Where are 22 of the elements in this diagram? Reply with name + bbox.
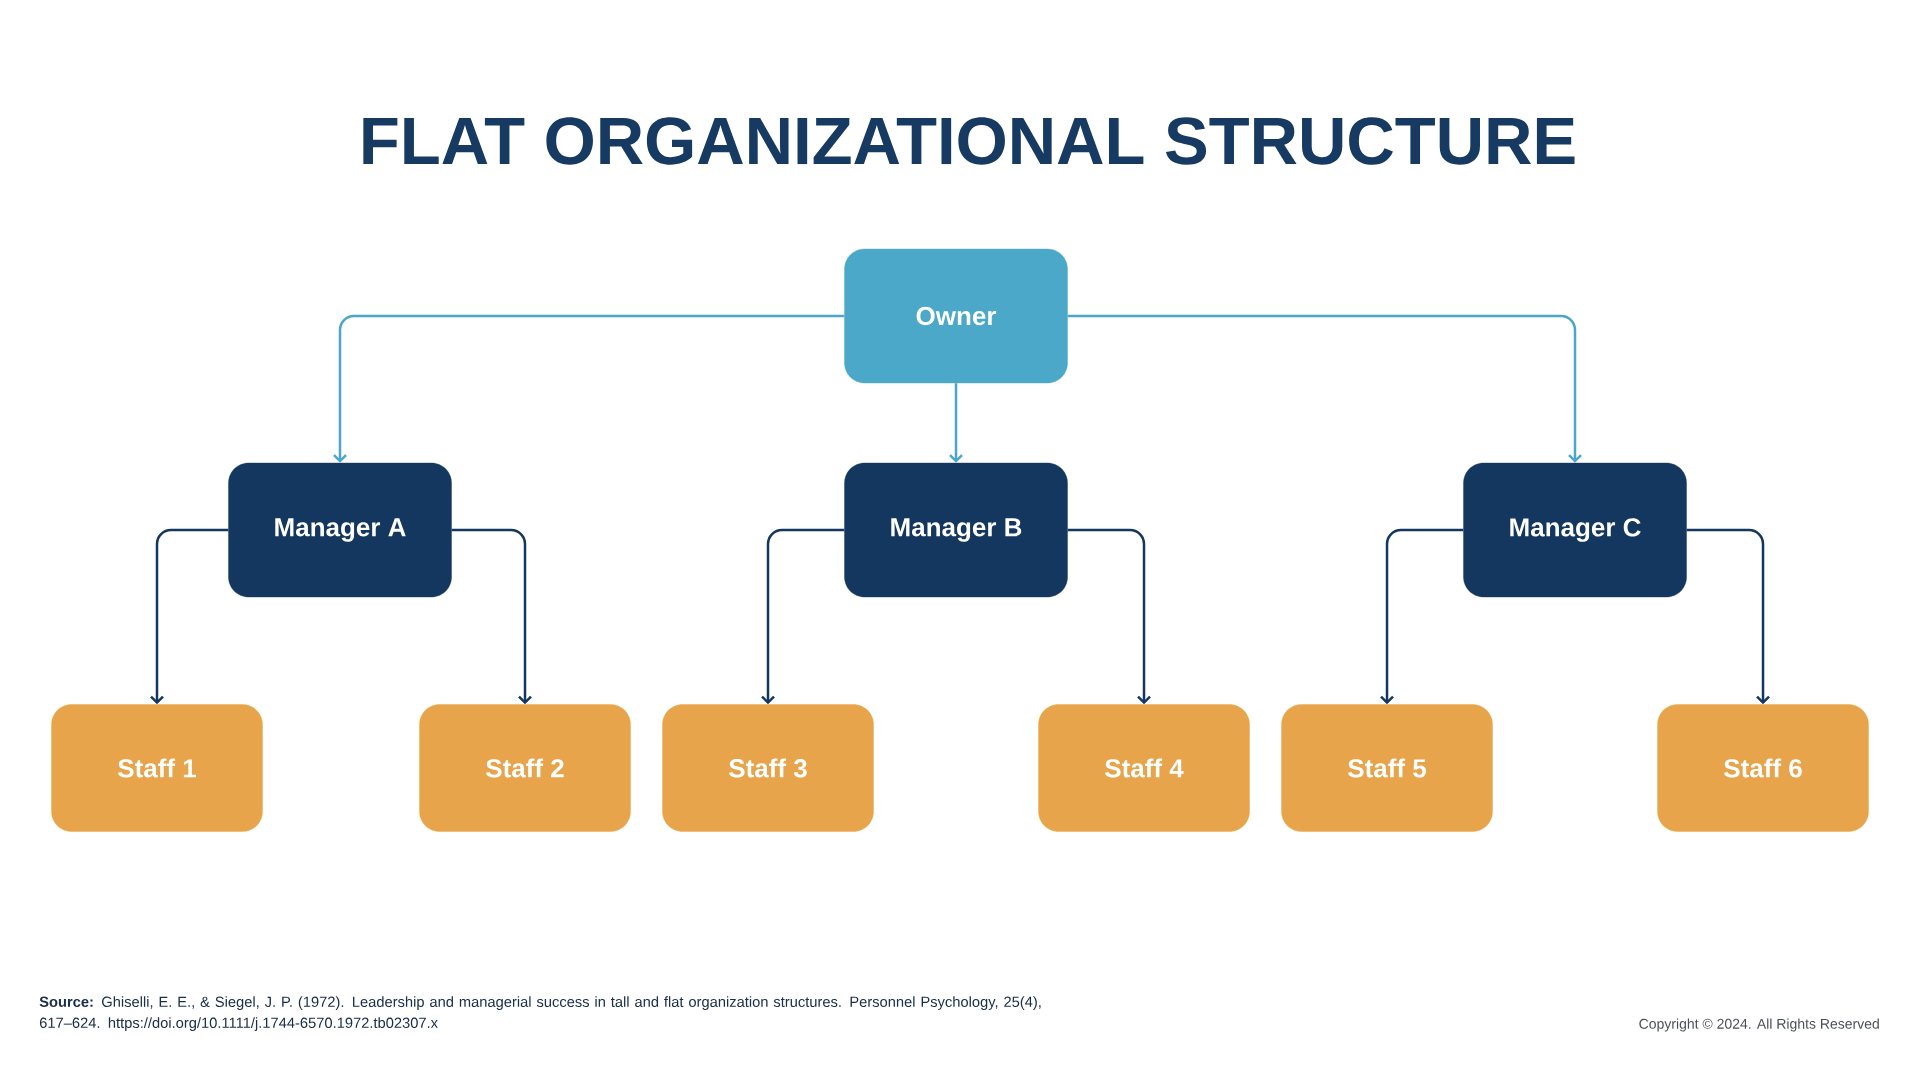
role-box: Staff 4 [1038, 704, 1250, 832]
role-box: Owner [844, 248, 1068, 384]
title: FLAT ORGANIZATIONAL STRUCTURE [363, 117, 1575, 165]
connector-arrow [451, 528, 532, 705]
source-note: Source: Ghiselli, E. E., & Siegel, J. P. (1972). Leadership and managerial success in tall and flat organization structures. Personnel Psychology, 25(4), 617–624. https://doi.org/10.1111/j.1744-6570.1972.tb02307.x [39, 996, 1041, 1031]
connector-arrow [1686, 528, 1770, 705]
role-box: Manager C [1463, 462, 1687, 598]
role-box: Manager A [228, 462, 452, 598]
connector-arrow [761, 528, 845, 705]
role-box: Staff 1 [51, 704, 263, 832]
connector-arrow [949, 383, 963, 463]
role-box: Staff 2 [419, 704, 631, 832]
role-box: Staff 6 [1657, 704, 1869, 832]
role-box: Staff 3 [662, 704, 874, 832]
connector-arrow [1067, 528, 1151, 705]
connector-arrow [333, 314, 845, 463]
connector-arrow [1067, 314, 1582, 463]
connector-arrow [150, 528, 229, 705]
connector-arrow [1380, 528, 1464, 705]
copyright-note: Copyright © 2024. All Rights Reserved [1639, 1018, 1879, 1032]
role-box: Manager B [844, 462, 1068, 598]
role-box: Staff 5 [1281, 704, 1493, 832]
